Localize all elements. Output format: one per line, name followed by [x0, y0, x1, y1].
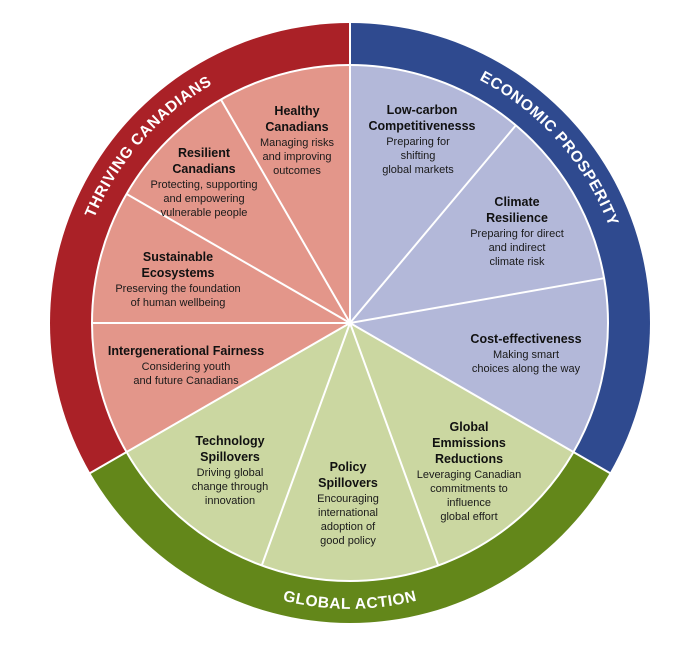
segment-title-line: Healthy: [274, 104, 319, 118]
segment-desc-line: Making smart: [493, 349, 559, 361]
segment-title-line: Canadians: [172, 162, 235, 176]
segment-desc-line: Preparing for: [386, 136, 450, 148]
ring-divider-line: [572, 451, 613, 475]
segment-title-line: Policy: [330, 460, 367, 474]
segment-title-line: Technology: [195, 434, 264, 448]
divider-line: [126, 322, 351, 453]
divider-line: [349, 277, 605, 324]
segment-title-line: Intergenerational Fairness: [108, 344, 264, 358]
segment-desc-line: global effort: [440, 511, 497, 523]
segment-desc-line: Leveraging Canadian: [417, 469, 522, 481]
inner-sector-prosperity: [350, 65, 608, 452]
segment-desc-line: Encouraging: [317, 493, 379, 505]
segment-title-line: Ecosystems: [142, 266, 215, 280]
segment-desc-line: and indirect: [489, 242, 546, 254]
segment-desc-line: change through: [192, 481, 268, 493]
segment-desc-line: vulnerable people: [161, 207, 248, 219]
segment-title-line: Climate: [494, 195, 539, 209]
segment-desc-line: Managing risks: [260, 137, 334, 149]
segment-title-line: Spillovers: [318, 476, 378, 490]
segment-title-line: Sustainable: [143, 250, 213, 264]
segment-desc-line: Protecting, supporting: [150, 179, 257, 191]
segment-title-line: Competitivenesss: [369, 119, 476, 133]
segment-desc-line: Preserving the foundation: [115, 283, 240, 295]
segment-desc-line: and empowering: [163, 193, 244, 205]
segment-title-line: Spillovers: [200, 450, 260, 464]
segment-desc-line: commitments to: [430, 483, 508, 495]
segment-title-line: Low-carbon: [387, 103, 458, 117]
inner-segments: [92, 65, 608, 581]
segment-title-line: Reductions: [435, 452, 503, 466]
svg-text:Intergenerational Fairness: Intergenerational Fairness: [108, 344, 264, 358]
divider-line: [349, 124, 517, 324]
segment-desc-line: of human wellbeing: [131, 297, 226, 309]
divider-line: [349, 322, 440, 566]
segment-desc-line: Driving global: [197, 467, 264, 479]
ring-divider-line: [87, 451, 128, 475]
inner-sector-global: [126, 323, 574, 581]
segment-cost-effectiveness: Cost-effectiveness Making smart choices a…: [470, 332, 581, 375]
segment-dividers: [87, 21, 613, 582]
divider-line: [260, 322, 351, 566]
segment-desc-line: choices along the way: [472, 363, 581, 375]
segment-title-line: Emmissions: [432, 436, 506, 450]
segment-desc-line: adoption of: [321, 521, 376, 533]
segment-intergenerational-fairness: Intergenerational Fairness Considering y…: [108, 344, 264, 387]
segment-title-line: Resilience: [486, 211, 548, 225]
divider-line: [349, 322, 574, 453]
segment-desc-line: international: [318, 507, 378, 519]
segment-desc-line: and future Canadians: [133, 375, 239, 387]
segment-title-line: Canadians: [265, 120, 328, 134]
segment-desc-line: innovation: [205, 495, 255, 507]
segment-desc-line: influence: [447, 497, 491, 509]
divider-line: [220, 99, 351, 324]
svg-text:Cost-effectiveness: Cost-effectiveness: [470, 332, 581, 346]
segment-desc-line: shifting: [401, 150, 436, 162]
segment-title-line: Cost-effectiveness: [470, 332, 581, 346]
segment-desc-line: Considering youth: [142, 361, 231, 373]
segment-desc-line: and improving: [262, 151, 331, 163]
segment-desc-line: Preparing for direct: [470, 228, 564, 240]
segment-desc-line: outcomes: [273, 165, 321, 177]
segment-title-line: Global: [450, 420, 489, 434]
inner-ring-border: [91, 64, 609, 582]
divider-line: [126, 193, 351, 324]
segment-desc-line: climate risk: [489, 256, 545, 268]
segment-desc-line: global markets: [382, 164, 454, 176]
inner-sector-thriving: [92, 65, 350, 452]
segment-title-line: Resilient: [178, 146, 231, 160]
segment-desc-line: good policy: [320, 535, 376, 547]
